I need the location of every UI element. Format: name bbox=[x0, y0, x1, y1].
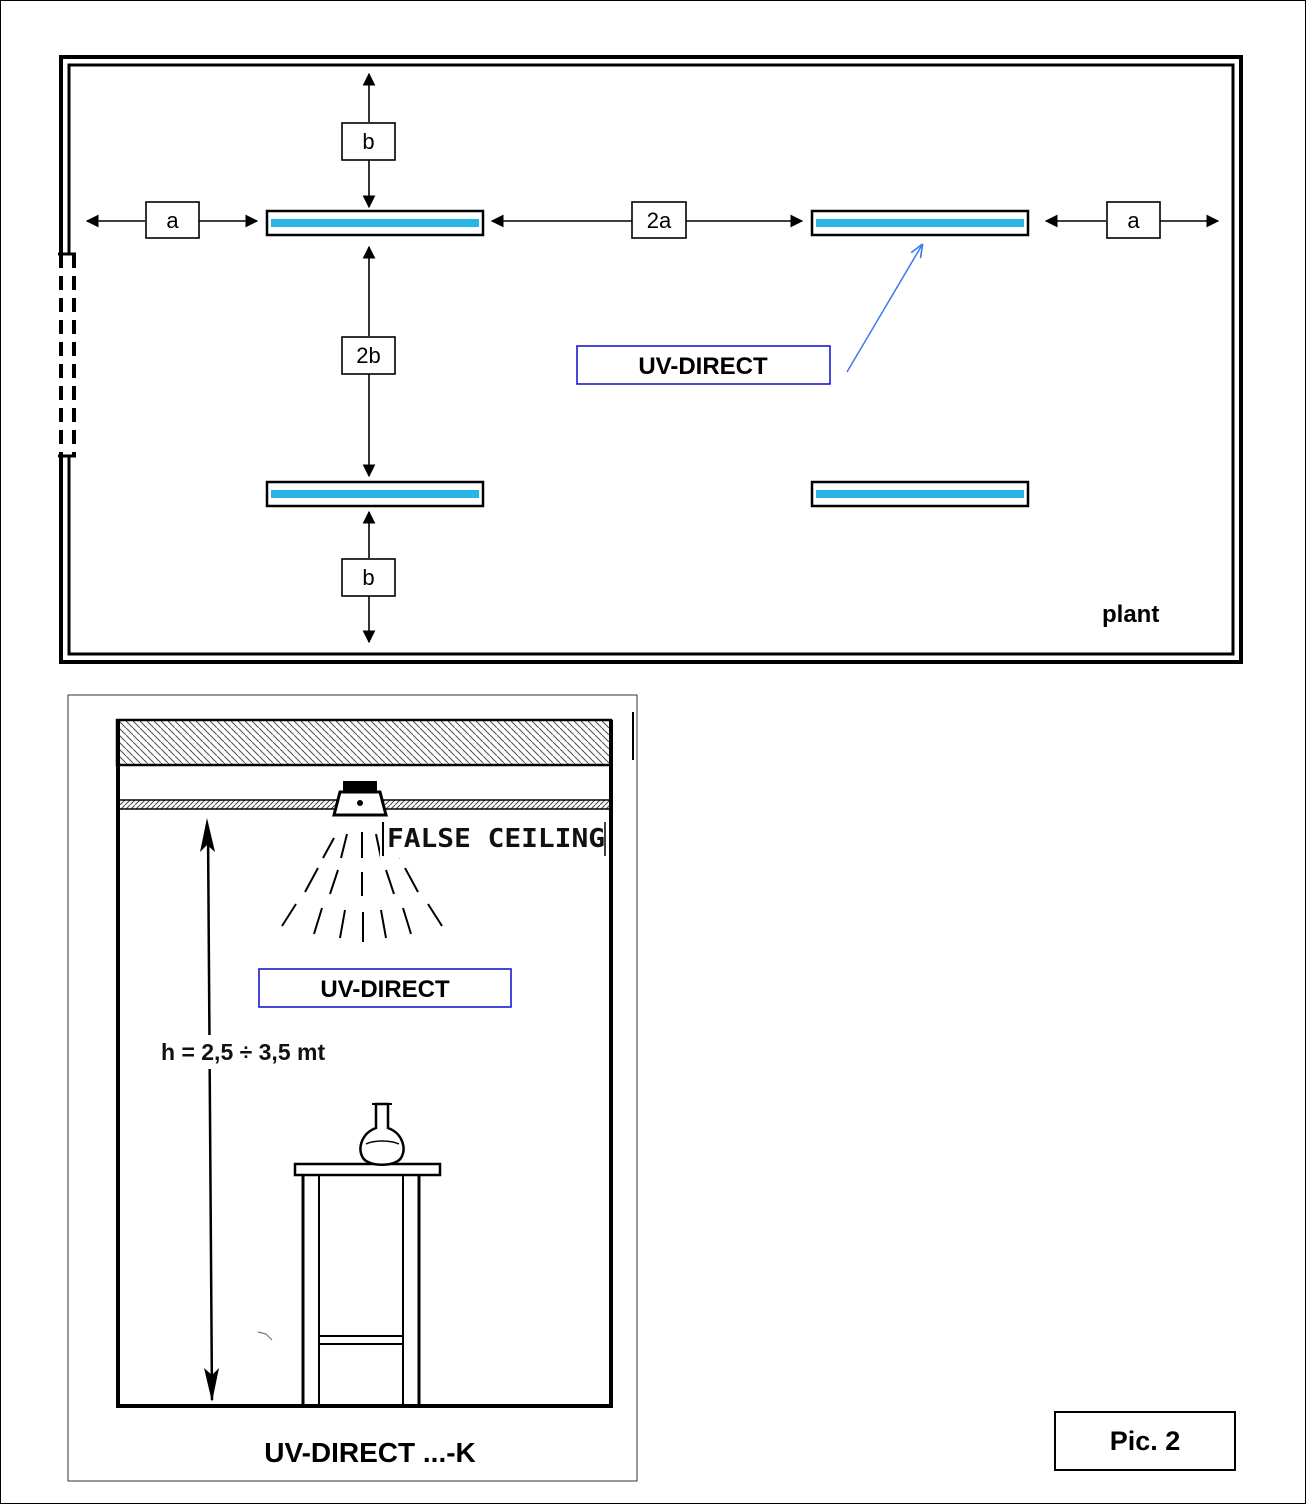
lamp-bottom-left bbox=[265, 480, 485, 508]
table bbox=[293, 1162, 442, 1405]
dim-2b-label: 2b bbox=[356, 343, 380, 368]
dim-2a-box: 2a bbox=[631, 201, 687, 239]
dim-a-right-box: a bbox=[1106, 201, 1161, 239]
dim-2b-box: 2b bbox=[341, 336, 396, 375]
pic-label: Pic. 2 bbox=[1109, 1425, 1181, 1456]
dim-b-bottom-box: b bbox=[341, 558, 396, 597]
dim-a-left-label: a bbox=[166, 208, 179, 233]
height-arrow bbox=[206, 829, 214, 1401]
dim-a-right-label: a bbox=[1127, 208, 1140, 233]
false-ceiling-label: FALSE CEILING bbox=[387, 824, 605, 854]
section-caption: UV-DIRECT ...-K bbox=[264, 1437, 476, 1468]
pointer-arrow bbox=[846, 245, 922, 373]
dim-b-top-box: b bbox=[341, 122, 396, 161]
dim-b-top-label: b bbox=[362, 129, 374, 154]
dim-2a-label: 2a bbox=[647, 208, 672, 233]
lamp-top-left bbox=[265, 209, 485, 237]
section-uv-box bbox=[258, 968, 512, 1008]
room-plan bbox=[58, 55, 1243, 664]
plan-uv-label: UV-DIRECT bbox=[638, 353, 768, 380]
plant-label: plant bbox=[1102, 601, 1159, 628]
dim-b-bottom-label: b bbox=[362, 565, 374, 590]
dim-a-left-box: a bbox=[145, 201, 200, 239]
ceiling-slab bbox=[115, 718, 613, 767]
pic-label-box: Pic. 2 bbox=[1054, 1411, 1236, 1471]
section-uv-label: UV-DIRECT bbox=[320, 976, 450, 1003]
section-drawing: FALSE CEILING h = 2,5 ÷ 3,5 mt UV-DIRECT bbox=[115, 712, 634, 1408]
height-label: h = 2,5 ÷ 3,5 mt bbox=[161, 1039, 325, 1065]
uv-lamp-fixture bbox=[332, 781, 388, 817]
uv-direct-callout: UV-DIRECT bbox=[576, 245, 922, 385]
lamp-bottom-right bbox=[810, 480, 1030, 508]
dimension-arrows bbox=[85, 72, 1220, 644]
lamp-top-right bbox=[810, 209, 1030, 237]
flask bbox=[359, 1102, 405, 1166]
